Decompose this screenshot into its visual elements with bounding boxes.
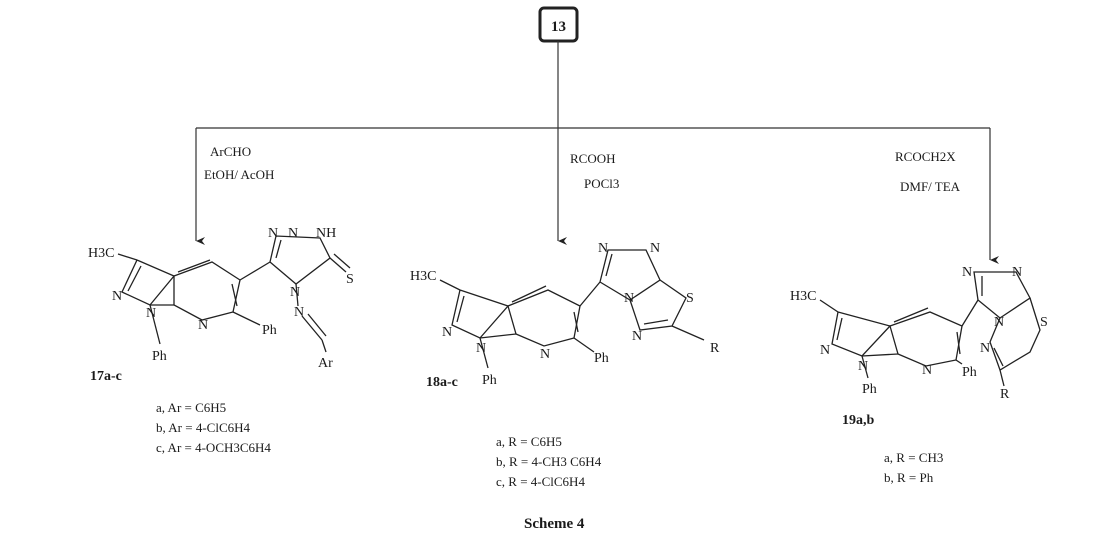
variant-line: b, R = Ph [884, 470, 934, 485]
variant-line: a, R = C6H5 [496, 434, 562, 449]
atom-label: S [1040, 315, 1048, 330]
atom-label: Ph [482, 373, 497, 388]
atom-label: Ph [594, 351, 609, 366]
atom-label: N [820, 343, 830, 358]
atom-label: Ar [318, 356, 333, 371]
atom-label: N [624, 291, 634, 306]
compound-label: 19a,b [842, 413, 875, 428]
atom-label: S [686, 291, 694, 306]
scheme-caption: Scheme 4 [524, 516, 585, 532]
atom-label: N [1012, 265, 1022, 280]
atom-label: N [294, 305, 304, 320]
variant-line: a, R = CH3 [884, 450, 943, 465]
atom-label: N [598, 241, 608, 256]
variant-line: c, Ar = 4-OCH3C6H4 [156, 440, 271, 455]
reagent-line: RCOOH [570, 151, 616, 166]
atom-label: N [632, 329, 642, 344]
atom-label: N [980, 341, 990, 356]
atom-label: N [540, 347, 550, 362]
atom-label: N [290, 285, 300, 300]
reagent-line: POCl3 [584, 176, 619, 191]
variant-line: c, R = 4-ClC6H4 [496, 474, 585, 489]
compound-label: 17a-c [90, 369, 122, 384]
atom-label: N [650, 241, 660, 256]
reagents-branch-3: RCOCH2X DMF/ TEA [895, 149, 961, 194]
atom-label: N [198, 318, 208, 333]
compound-label: 18a-c [426, 375, 458, 390]
atom-label: N [146, 306, 156, 321]
variant-line: b, R = 4-CH3 C6H4 [496, 454, 602, 469]
atom-label: Ph [962, 365, 977, 380]
start-compound-box: 13 [538, 6, 579, 43]
reagent-line: ArCHO [210, 144, 251, 159]
start-compound-label: 13 [551, 19, 566, 35]
structure-18: H3C N N N Ph Ph N N N N S R 18a-c a, R =… [410, 241, 720, 489]
atom-label: Ph [262, 323, 277, 338]
atom-label: N [922, 363, 932, 378]
atom-label: N [112, 289, 122, 304]
variant-line: a, Ar = C6H5 [156, 400, 226, 415]
atom-label: N [994, 315, 1004, 330]
atom-label: N [442, 325, 452, 340]
atom-label: H3C [88, 246, 114, 261]
atom-label: Ph [862, 382, 877, 397]
reagent-line: EtOH/ AcOH [204, 167, 274, 182]
atom-label: Ph [152, 349, 167, 364]
atom-label: NH [316, 226, 336, 241]
structure-17: H3C N N N Ph Ph N N NH N S N Ar 17a-c a,… [88, 226, 354, 455]
atom-label: N [288, 226, 298, 241]
variant-line: b, Ar = 4-ClC6H4 [156, 420, 251, 435]
branch-arrows [195, 41, 999, 264]
atom-label: N [962, 265, 972, 280]
reagents-branch-2: RCOOH POCl3 [570, 151, 619, 191]
atom-label: N [268, 226, 278, 241]
atom-label: N [476, 341, 486, 356]
structure-19: H3C N N N Ph Ph N N N N S R 19a,b a, R =… [790, 265, 1048, 485]
atom-label: H3C [410, 269, 436, 284]
reagent-line: DMF/ TEA [900, 179, 961, 194]
atom-label: R [1000, 387, 1010, 402]
atom-label: R [710, 341, 720, 356]
reagents-branch-1: ArCHO EtOH/ AcOH [204, 144, 274, 182]
atom-label: H3C [790, 289, 816, 304]
atom-label: N [858, 359, 868, 374]
atom-label: S [346, 272, 354, 287]
reagent-line: RCOCH2X [895, 149, 956, 164]
